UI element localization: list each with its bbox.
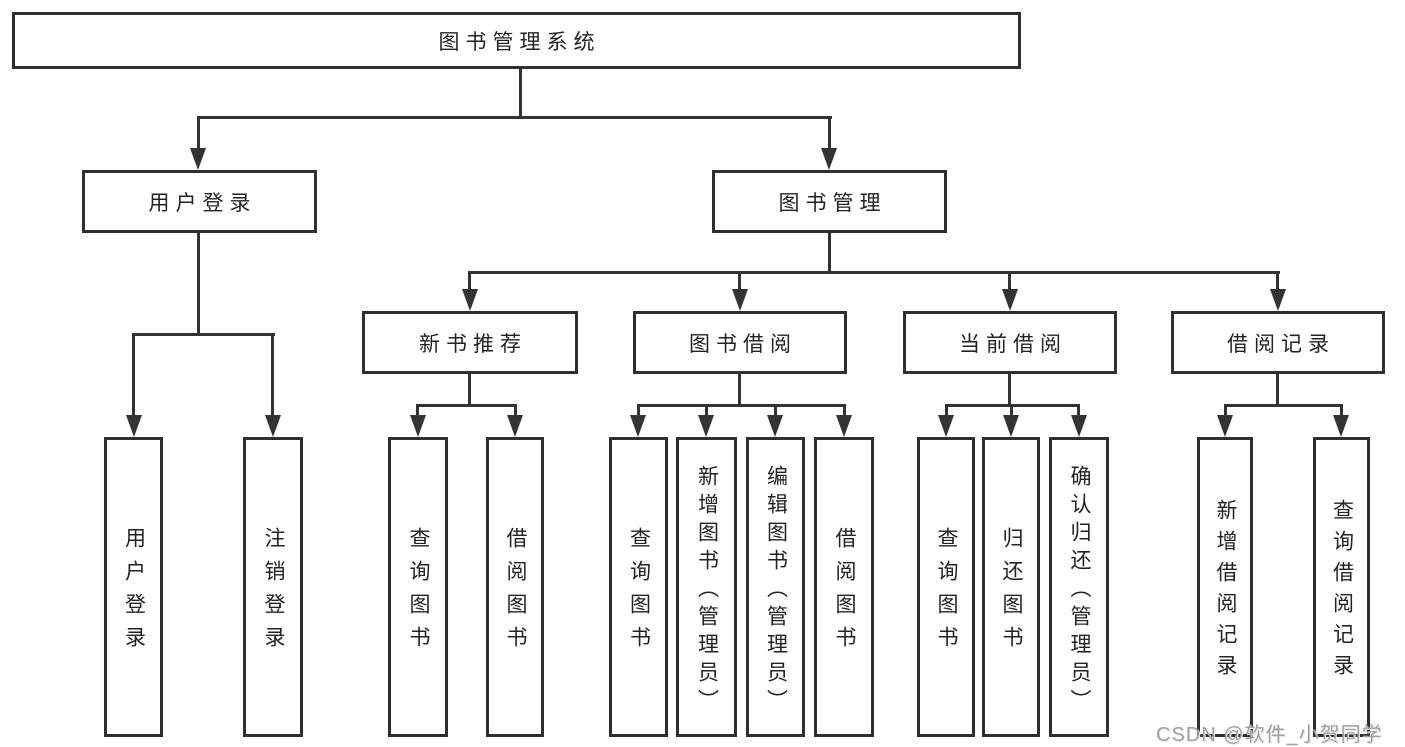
node-library-system: 图书管理系统 <box>12 12 1021 69</box>
leaf-label: 借阅图书 <box>504 527 527 659</box>
connector-line <box>417 404 517 407</box>
leaf-label: 借阅图书 <box>833 527 856 659</box>
node-label: 图书管理系统 <box>438 30 601 54</box>
connector-line <box>514 404 517 419</box>
connector-line <box>738 271 741 293</box>
connector-line <box>1010 404 1013 419</box>
connector-line <box>828 116 831 150</box>
leaf-borrow-books-recommend: 借阅图书 <box>486 437 544 737</box>
arrowhead-down <box>1002 289 1018 311</box>
connector-line <box>843 404 846 419</box>
connector-line <box>197 233 200 336</box>
connector-line <box>946 404 1080 407</box>
connector-line <box>1008 374 1011 407</box>
arrowhead-down <box>126 415 142 437</box>
node-new-book-recommend: 新书推荐 <box>362 311 578 374</box>
connector-line <box>705 404 708 419</box>
node-label: 借阅记录 <box>1227 332 1335 356</box>
node-label: 新书推荐 <box>419 332 527 356</box>
arrowhead-down <box>836 415 852 437</box>
connector-line <box>738 374 741 407</box>
node-user-login: 用户登录 <box>82 170 317 233</box>
leaf-label: 确认归还（管理员） <box>1068 464 1091 717</box>
leaf-label: 编辑图书（管理员） <box>764 464 788 717</box>
leaf-label: 注销登录 <box>262 527 285 659</box>
leaf-label: 查询图书 <box>935 527 958 659</box>
arrowhead-down <box>732 289 748 311</box>
connector-line <box>197 116 832 119</box>
leaf-borrow-books: 借阅图书 <box>814 437 874 737</box>
connector-line <box>1276 271 1279 293</box>
connector-line <box>638 404 845 407</box>
leaf-add-books-admin: 新增图书（管理员） <box>676 437 737 737</box>
leaf-label: 查询借阅记录 <box>1330 499 1354 685</box>
connector-line <box>468 374 471 407</box>
connector-line <box>1224 404 1227 419</box>
arrowhead-down <box>821 148 837 170</box>
connector-line <box>1077 404 1080 419</box>
leaf-add-borrow-record: 新增借阅记录 <box>1197 437 1253 737</box>
leaf-confirm-return-admin: 确认归还（管理员） <box>1049 437 1109 737</box>
leaf-label: 新增借阅记录 <box>1214 499 1237 685</box>
arrowhead-down <box>767 415 783 437</box>
connector-line <box>1008 271 1011 293</box>
connector-line <box>828 233 831 274</box>
connector-line <box>132 333 135 419</box>
arrowhead-down <box>410 415 426 437</box>
node-current-borrowing: 当前借阅 <box>903 311 1117 374</box>
connector-line <box>637 404 640 419</box>
connector-line <box>133 333 275 336</box>
node-book-management: 图书管理 <box>712 170 947 233</box>
arrowhead-down <box>190 148 206 170</box>
node-label: 当前借阅 <box>959 332 1067 356</box>
connector-line <box>774 404 777 419</box>
connector-line <box>1276 374 1279 407</box>
connector-line <box>468 271 1280 274</box>
connector-line <box>519 68 522 118</box>
node-book-borrowing: 图书借阅 <box>633 311 847 374</box>
leaf-return-books: 归还图书 <box>982 437 1040 737</box>
node-label: 图书借阅 <box>689 332 797 356</box>
connector-line <box>468 271 471 293</box>
csdn-watermark: CSDN @软件_小贺同学 <box>1156 724 1383 746</box>
leaf-edit-books-admin: 编辑图书（管理员） <box>746 437 805 737</box>
node-label: 图书管理 <box>778 191 887 215</box>
connector-line <box>271 333 274 419</box>
leaf-query-books-current: 查询图书 <box>917 437 975 737</box>
connector-line <box>1225 404 1342 407</box>
leaf-logout: 注销登录 <box>243 437 303 737</box>
arrowhead-down <box>698 415 714 437</box>
node-label: 用户登录 <box>148 191 257 215</box>
connector-line <box>945 404 948 419</box>
arrowhead-down <box>1003 415 1019 437</box>
arrowhead-down <box>938 415 954 437</box>
connector-line <box>1340 404 1343 419</box>
arrowhead-down <box>1071 415 1087 437</box>
leaf-label: 查询图书 <box>407 527 430 659</box>
arrowhead-down <box>462 289 478 311</box>
leaf-user-login: 用户登录 <box>104 437 163 737</box>
leaf-label: 查询图书 <box>627 527 651 659</box>
arrowhead-down <box>265 415 281 437</box>
leaf-label: 归还图书 <box>1000 527 1023 659</box>
arrowhead-down <box>507 415 523 437</box>
arrowhead-down <box>1217 415 1233 437</box>
leaf-query-books-recommend: 查询图书 <box>388 437 448 737</box>
connector-line <box>416 404 419 419</box>
arrowhead-down <box>1333 415 1349 437</box>
arrowhead-down <box>1270 289 1286 311</box>
leaf-label: 新增图书（管理员） <box>695 464 719 717</box>
leaf-label: 用户登录 <box>122 527 146 659</box>
connector-line <box>197 116 200 150</box>
arrowhead-down <box>630 415 646 437</box>
node-borrowing-records: 借阅记录 <box>1171 311 1385 374</box>
leaf-query-books-borrowing: 查询图书 <box>609 437 668 737</box>
leaf-query-borrow-record: 查询借阅记录 <box>1313 437 1370 737</box>
